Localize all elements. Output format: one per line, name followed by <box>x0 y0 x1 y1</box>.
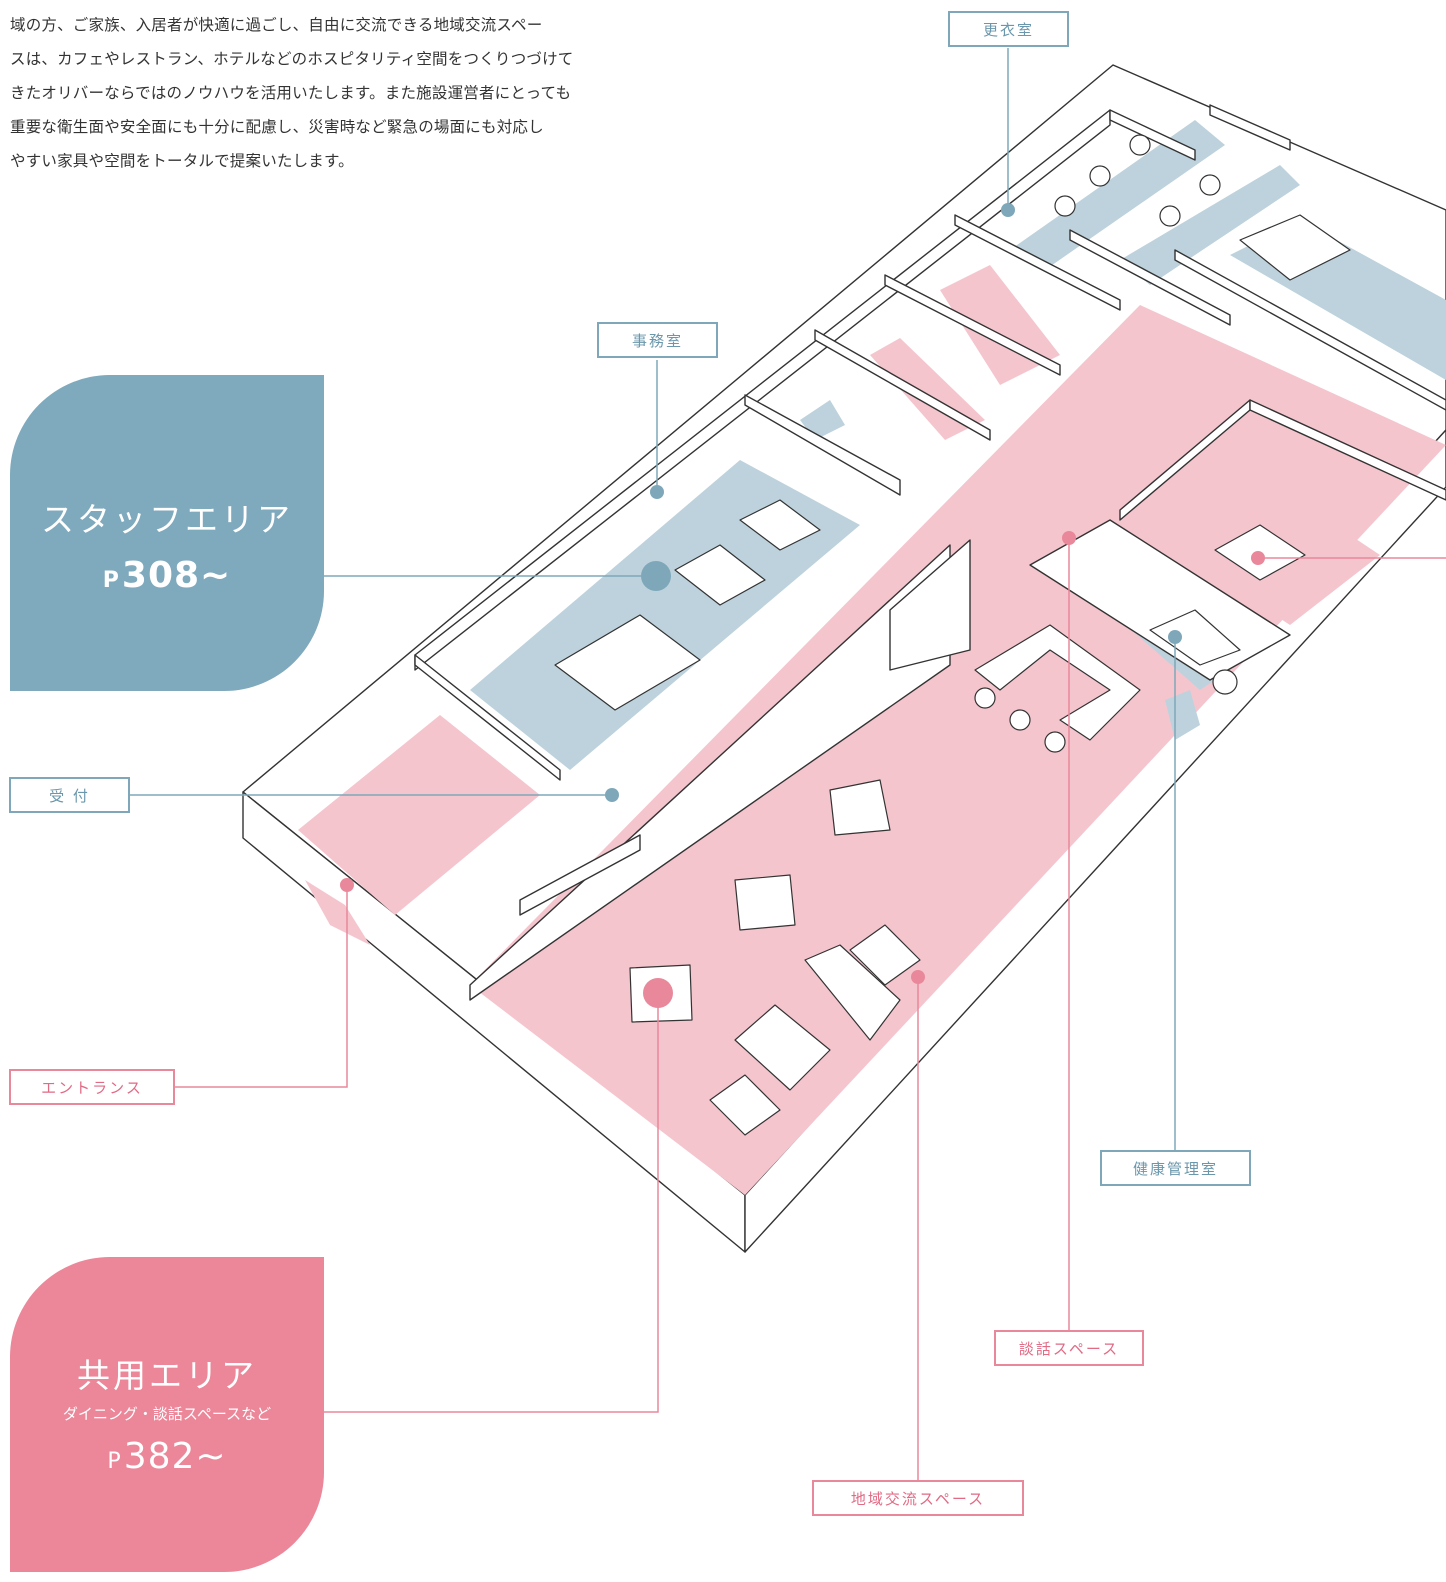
label-office: 事務室 <box>597 322 718 358</box>
intro-line: やすい家具や空間をトータルで提案いたします。 <box>10 152 354 170</box>
changing-room-marker <box>1001 203 1015 217</box>
intro-text: 域の方、ご家族、入居者が快適に過ごし、自由に交流できる地域交流スペー スは、カフ… <box>10 8 730 178</box>
staff-area-page: P308~ <box>102 555 232 596</box>
talk-space-marker <box>1062 531 1076 545</box>
common-area-badge: 共用エリア ダイニング・談話スペースなど P382~ <box>10 1257 324 1572</box>
label-health-room: 健康管理室 <box>1100 1150 1251 1186</box>
common-area-subtitle: ダイニング・談話スペースなど <box>62 1405 272 1423</box>
common-area-marker <box>643 978 673 1008</box>
office-marker <box>650 485 664 499</box>
label-reception: 受 付 <box>9 777 130 813</box>
label-entrance: エントランス <box>9 1069 175 1105</box>
community-space-marker <box>911 970 925 984</box>
common-area-page: P382~ <box>107 1436 227 1477</box>
staff-area-title: スタッフエリア <box>41 500 293 539</box>
staff-area-marker <box>641 561 671 591</box>
marker-dots <box>340 203 1265 1008</box>
reception-marker <box>605 788 619 802</box>
intro-line: 重要な衛生面や安全面にも十分に配慮し、災害時など緊急の場面にも対応し <box>10 118 544 136</box>
staff-area-badge: スタッフエリア P308~ <box>10 375 324 691</box>
label-changing-room: 更衣室 <box>948 11 1069 47</box>
entrance-marker <box>340 878 354 892</box>
common-area-title: 共用エリア <box>77 1356 257 1395</box>
health-room-marker <box>1168 630 1182 644</box>
dining-marker <box>1251 551 1265 565</box>
furniture <box>554 134 1351 1136</box>
leader-lines <box>130 48 1446 1480</box>
intro-line: スは、カフェやレストラン、ホテルなどのホスピタリティ空間をつくりつづけて <box>10 50 574 68</box>
intro-line: きたオリバーならではのノウハウを活用いたします。また施設運営者にとっても <box>10 84 572 102</box>
intro-line: 域の方、ご家族、入居者が快適に過ごし、自由に交流できる地域交流スペー <box>10 16 543 34</box>
label-talk-space: 談話スペース <box>994 1330 1144 1366</box>
label-community-space: 地域交流スペース <box>812 1480 1024 1516</box>
